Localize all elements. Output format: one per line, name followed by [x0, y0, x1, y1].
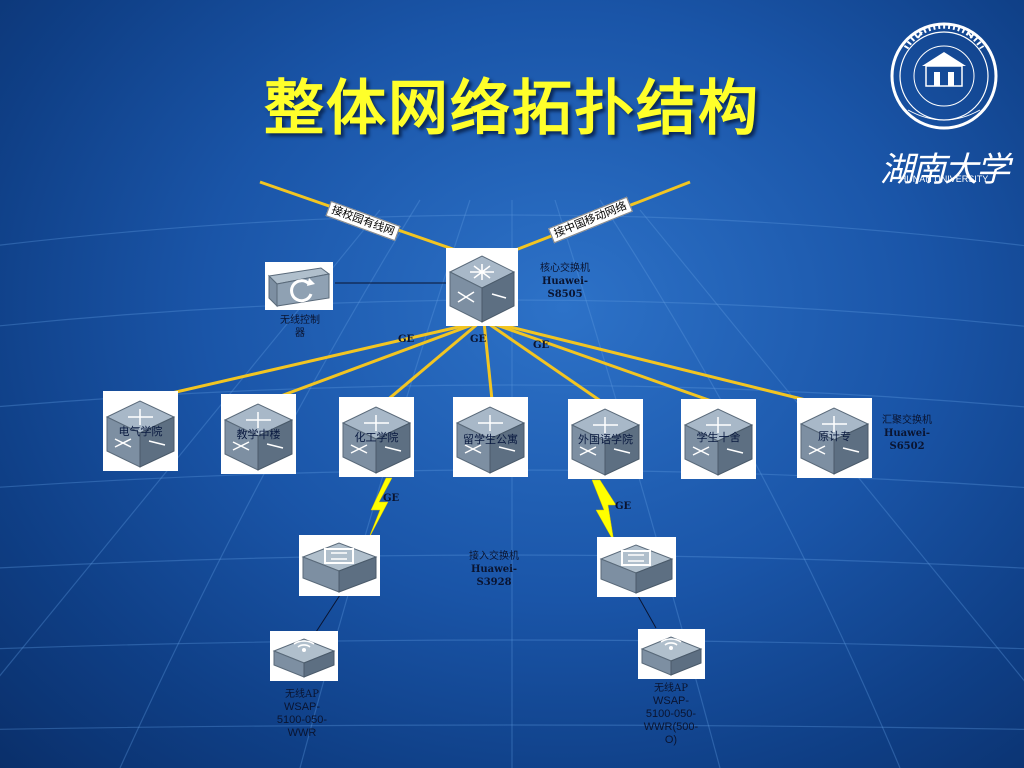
building-switch-2[interactable]: 化工学院: [339, 397, 414, 477]
lightning-link-right: [591, 479, 617, 543]
access-point-left-model-3: WWR: [287, 727, 317, 739]
access-point-right[interactable]: [638, 629, 705, 679]
building-label-0: 电气学院: [118, 425, 163, 438]
access-point-left-model-1: WSAP-: [283, 701, 321, 713]
wireless-ap-icon: [640, 636, 703, 676]
wireless-controller-caption: 无线控制 器: [262, 314, 338, 340]
university-logo: 湖南大学 HUNAN UNIVERSITY: [878, 18, 1010, 190]
core-switch-model-b: S8505: [547, 289, 583, 300]
access-switch-right[interactable]: [597, 537, 676, 597]
logo-english-text: HUNAN UNIVERSITY: [899, 174, 989, 184]
aggregation-switch-model-a: Huawei-: [883, 428, 931, 439]
switch-icon: [570, 408, 641, 476]
access-switch-icon: [301, 542, 378, 593]
building-label-2: 化工学院: [354, 431, 399, 444]
switch-icon: [105, 400, 176, 468]
switch-icon: [683, 408, 754, 476]
lightning-link-left: [367, 477, 393, 541]
wireless-controller-label-a: 无线控制: [280, 315, 320, 326]
building-label-4: 外国语学院: [578, 433, 633, 446]
access-switch-caption: 接入交换机 Huawei- S3928: [452, 550, 536, 589]
switch-icon: [341, 406, 412, 474]
link-core-b3: [482, 321, 494, 401]
link-core-b0: [149, 320, 481, 400]
link-access-right-ap: [637, 595, 657, 629]
link-core-b6: [489, 320, 831, 408]
ge-label-3: GE: [533, 340, 550, 351]
building-label-5: 学生十舍: [696, 431, 741, 444]
building-switch-4[interactable]: 外国语学院: [568, 399, 643, 479]
wireless-controller-label-b: 器: [295, 328, 305, 339]
access-point-right-model-1: WSAP-: [652, 695, 690, 707]
building-label-6: 原计专: [818, 430, 851, 443]
core-switch-label: 核心交换机: [540, 263, 590, 274]
university-seal-icon: [890, 22, 998, 130]
switch-icon: [799, 407, 870, 475]
building-switch-3[interactable]: 留学生公寓: [453, 397, 528, 477]
access-switch-model-a: Huawei-: [470, 564, 518, 575]
router-icon: [448, 255, 516, 323]
core-switch-caption: 核心交换机 Huawei- S8505: [520, 262, 610, 301]
access-point-right-caption: 无线AP WSAP- 5100-050- WWR(500- O): [631, 682, 711, 747]
building-switch-5[interactable]: 学生十舍: [681, 399, 756, 479]
building-label-3: 留学生公寓: [463, 433, 518, 446]
link-access-left-ap: [315, 594, 341, 633]
core-switch-model-a: Huawei-: [541, 276, 589, 287]
access-point-left-caption: 无线AP WSAP- 5100-050- WWR: [262, 688, 342, 740]
building-switch-1[interactable]: 教学中楼: [221, 394, 296, 474]
core-switch[interactable]: [446, 248, 518, 326]
access-point-right-model-4: O): [664, 734, 678, 746]
building-label-1: 教学中楼: [236, 428, 281, 441]
ge-label-5: GE: [615, 501, 632, 512]
aggregation-switch-label: 汇聚交换机: [882, 415, 932, 426]
access-switch-left[interactable]: [299, 535, 380, 596]
ge-label-2: GE: [470, 334, 487, 345]
link-core-b4: [485, 320, 606, 406]
link-core-b5: [487, 320, 721, 406]
access-point-right-label: 无线AP: [654, 683, 688, 694]
controller-icon: [267, 267, 331, 308]
wireless-controller[interactable]: [265, 262, 333, 310]
wireless-ap-icon: [272, 638, 336, 678]
access-point-right-model-3: WWR(500-: [643, 721, 699, 733]
building-switch-6[interactable]: 原计专: [797, 398, 872, 478]
switch-icon: [455, 406, 526, 474]
building-switch-0[interactable]: 电气学院: [103, 391, 178, 471]
ge-label-4: GE: [383, 493, 400, 504]
access-point-left[interactable]: [270, 631, 338, 681]
link-core-b1: [269, 320, 481, 402]
access-point-left-model-2: 5100-050-: [276, 714, 328, 726]
access-point-right-model-2: 5100-050-: [645, 708, 697, 720]
access-switch-model-b: S3928: [476, 577, 512, 588]
page-title: 整体网络拓扑结构: [264, 74, 760, 144]
logo-brush-text: 湖南大学: [880, 150, 1010, 190]
aggregation-switch-model-b: S6502: [889, 441, 925, 452]
access-switch-icon: [599, 544, 674, 594]
access-point-left-label: 无线AP: [285, 689, 319, 700]
link-core-b2: [384, 320, 481, 404]
access-switch-label: 接入交换机: [469, 551, 519, 562]
ge-label-1: GE: [398, 334, 415, 345]
aggregation-switch-caption: 汇聚交换机 Huawei- S6502: [870, 414, 944, 453]
switch-icon: [223, 403, 294, 471]
